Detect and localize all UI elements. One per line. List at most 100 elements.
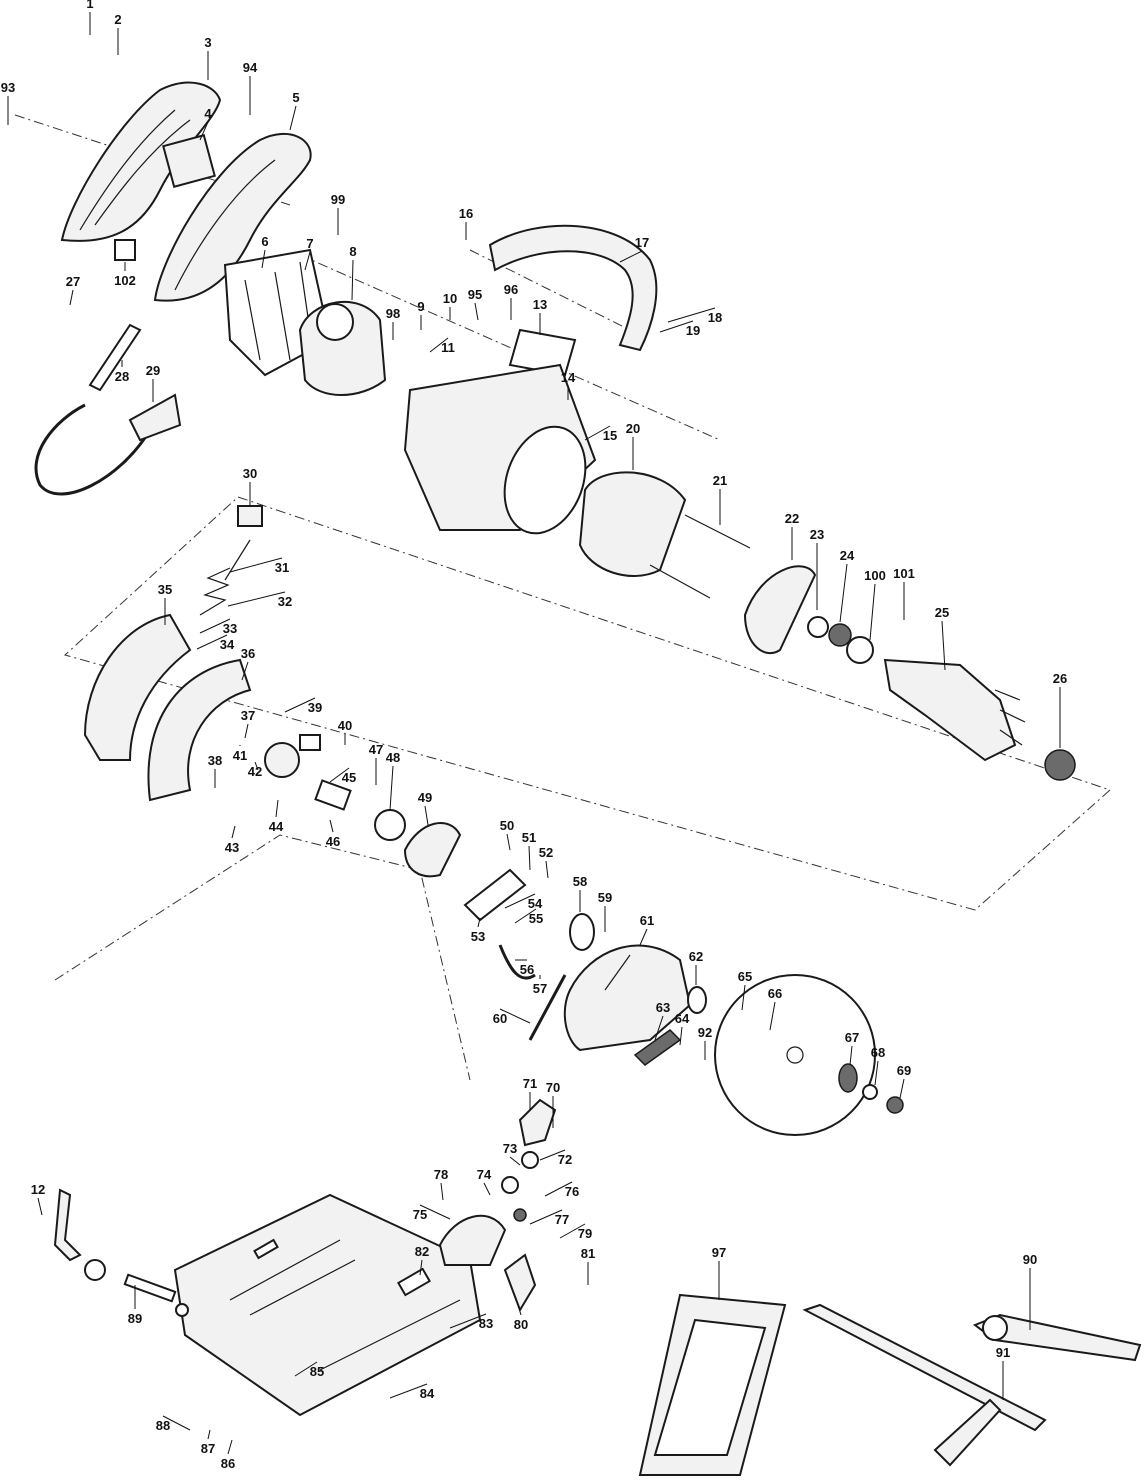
callout-label-89: 89 [128,1311,142,1326]
leader-line-42 [254,761,259,771]
callout-label-34: 34 [220,637,235,652]
callout-label-99: 99 [331,192,345,207]
blade-outer-flange [838,1063,904,1114]
callout-label-61: 61 [640,913,654,928]
leader-line-79 [559,1223,586,1239]
callout-label-64: 64 [675,1011,690,1026]
leader-line-100 [869,583,876,641]
leader-line-80 [517,1304,522,1316]
rear-handle-half-left [60,81,222,242]
callout-label-19: 19 [686,323,700,338]
callout-label-100: 100 [864,568,886,583]
callout-label-42: 42 [248,764,262,779]
leader-line-52 [545,860,549,879]
callout-label-32: 32 [278,594,292,609]
leader-line-48 [389,765,394,811]
callout-label-56: 56 [520,962,534,977]
leader-line-72 [539,1149,566,1161]
callout-label-1: 1 [86,0,93,11]
callout-label-63: 63 [656,1000,670,1015]
leader-line-86 [227,1439,233,1455]
gear-housing-cover [298,301,387,396]
leader-line-68 [874,1060,879,1086]
leader-line-73 [509,1156,521,1166]
leader-line-39 [284,697,316,713]
callout-label-2: 2 [114,12,121,27]
motor-housing [403,363,597,535]
leader-line-4 [199,121,209,141]
callout-label-66: 66 [768,986,782,1001]
leader-line-61 [639,928,648,946]
leader-line-12 [37,1197,43,1216]
label-plate [508,328,577,377]
front-handle [488,224,658,352]
callout-label-60: 60 [493,1011,507,1026]
armature [883,658,1076,781]
callout-label-20: 20 [626,421,640,436]
leader-line-60 [499,1008,531,1024]
callout-label-45: 45 [342,770,356,785]
callout-label-93: 93 [1,80,15,95]
callout-label-57: 57 [533,981,547,996]
callout-label-31: 31 [275,560,289,575]
leader-line-17 [619,250,643,263]
callout-label-15: 15 [603,428,617,443]
callout-label-27: 27 [66,274,80,289]
callout-label-81: 81 [581,1246,595,1261]
leader-line-54 [504,893,536,909]
leader-line-69 [899,1078,905,1099]
leader-line-36 [241,661,249,681]
rip-fence-holder [503,1253,537,1313]
parallel-guide-frame [638,1293,787,1476]
depth-lever [518,1098,557,1147]
callout-label-11: 11 [441,340,455,355]
callout-label-82: 82 [415,1244,429,1259]
callout-label-33: 33 [223,621,237,636]
leader-line-15 [584,425,611,441]
callout-label-97: 97 [712,1245,726,1260]
callout-label-9: 9 [417,299,424,314]
bevel-bracket [438,1214,507,1266]
callout-label-77: 77 [555,1212,569,1227]
callout-label-84: 84 [420,1386,435,1401]
leader-line-85 [294,1361,318,1377]
callout-label-35: 35 [158,582,172,597]
callout-label-54: 54 [528,896,543,911]
guard-spring [528,974,567,1041]
callout-label-46: 46 [326,834,340,849]
leader-line-7 [304,251,311,271]
callout-label-78: 78 [434,1167,448,1182]
callout-label-40: 40 [338,718,352,733]
leader-line-19 [659,320,694,333]
callout-label-86: 86 [221,1456,235,1471]
callout-label-37: 37 [241,708,255,723]
switch-block [162,134,216,188]
guard-housing-left [83,613,192,761]
leader-line-75 [419,1204,451,1220]
leader-line-88 [162,1415,191,1431]
latch-bracket [224,505,263,581]
callout-label-49: 49 [418,790,432,805]
callout-label-71: 71 [523,1076,537,1091]
callout-label-43: 43 [225,840,239,855]
leader-line-65 [741,984,746,1011]
leader-line-31 [229,557,283,573]
callout-label-95: 95 [468,287,482,302]
callout-label-23: 23 [810,527,824,542]
callout-label-47: 47 [369,742,383,757]
saw-blade [714,974,876,1136]
leader-line-82 [419,1259,423,1276]
small-cube-102 [114,239,136,261]
wrench [972,1313,1142,1362]
leader-line-66 [769,1001,776,1031]
callout-label-69: 69 [897,1063,911,1078]
leader-line-87 [207,1429,211,1440]
leader-line-95 [474,302,479,321]
baffle-ring [743,565,817,655]
callout-label-67: 67 [845,1030,859,1045]
callout-label-29: 29 [146,363,160,378]
callout-label-52: 52 [539,845,553,860]
callout-label-22: 22 [785,511,799,526]
callout-label-73: 73 [503,1141,517,1156]
leader-line-78 [440,1182,444,1201]
